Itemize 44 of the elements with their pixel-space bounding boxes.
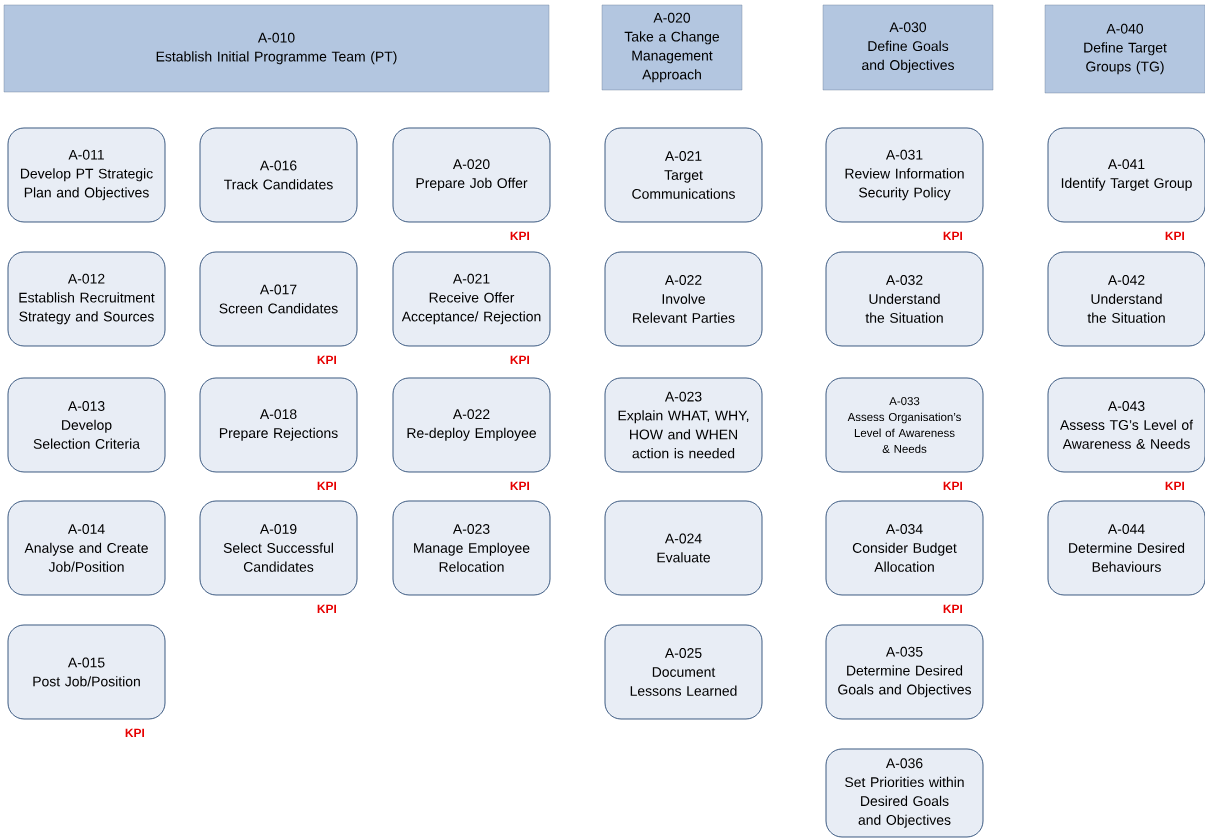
kpi-label: KPI <box>125 728 144 737</box>
kpi-label: KPI <box>943 481 962 490</box>
kpi-label: KPI <box>510 481 529 490</box>
activity-box: A-022 Re-deploy Employee <box>392 377 551 473</box>
activity-box: A-014 Analyse and Create Job/Position <box>7 500 166 596</box>
header-box: A-020 Take a Change Management Approach <box>601 4 743 91</box>
kpi-label: KPI <box>317 355 336 364</box>
header-box: A-010 Establish Initial Programme Team (PT) <box>3 4 550 93</box>
kpi-label: KPI <box>1165 231 1184 240</box>
kpi-label: KPI <box>510 231 529 240</box>
activity-box: A-012 Establish Recruitment Strategy and Sources <box>7 251 166 347</box>
activity-box: A-034 Consider Budget Allocation <box>825 500 984 596</box>
header-box: A-030 Define Goals and Objectives <box>822 4 994 91</box>
kpi-label: KPI <box>1165 481 1184 490</box>
activity-box: A-044 Determine Desired Behaviours <box>1047 500 1205 596</box>
activity-box: A-017 Screen Candidates <box>199 251 358 347</box>
activity-box: A-019 Select Successful Candidates <box>199 500 358 596</box>
activity-box: A-016 Track Candidates <box>199 127 358 223</box>
kpi-label: KPI <box>943 231 962 240</box>
activity-box: A-018 Prepare Rejections <box>199 377 358 473</box>
activity-box: A-015 Post Job/Position <box>7 624 166 720</box>
activity-box: A-023 Manage Employee Relocation <box>392 500 551 596</box>
activity-box: A-011 Develop PT Strategic Plan and Objectives <box>7 127 166 223</box>
activity-box: A-043 Assess TG’s Level of Awareness & Needs <box>1047 377 1205 473</box>
activity-box: A-022 Involve Relevant Parties <box>604 251 763 347</box>
activity-box: A-021 Receive Offer Acceptance/ Rejection <box>392 251 551 347</box>
kpi-label: KPI <box>510 355 529 364</box>
activity-box: A-025 Document Lessons Learned <box>604 624 763 720</box>
kpi-label: KPI <box>317 604 336 613</box>
activity-box: A-013 Develop Selection Criteria <box>7 377 166 473</box>
activity-box: A-021 Target Communications <box>604 127 763 223</box>
activity-box: A-041 Identify Target Group <box>1047 127 1205 223</box>
activity-box: A-024 Evaluate <box>604 500 763 596</box>
activity-box: A-023 Explain WHAT, WHY, HOW and WHEN action is needed <box>604 377 763 473</box>
activity-box: A-042 Understand the Situation <box>1047 251 1205 347</box>
header-box: A-040 Define Target Groups (TG) <box>1044 4 1205 94</box>
kpi-label: KPI <box>943 604 962 613</box>
activity-box: A-036 Set Priorities within Desired Goals and Objectives <box>825 748 984 838</box>
activity-box: A-020 Prepare Job Offer <box>392 127 551 223</box>
activity-box: A-031 Review Information Security Policy <box>825 127 984 223</box>
activity-box: A-032 Understand the Situation <box>825 251 984 347</box>
kpi-label: KPI <box>317 481 336 490</box>
activity-box: A-033 Assess Organisation’s Level of Awareness & Needs <box>825 377 984 473</box>
activity-box: A-035 Determine Desired Goals and Objectives <box>825 624 984 720</box>
